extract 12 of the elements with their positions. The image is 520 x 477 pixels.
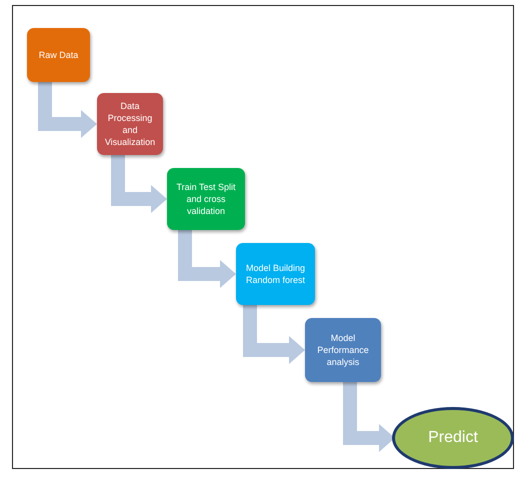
bent-arrow xyxy=(38,82,97,138)
process-box xyxy=(305,318,381,382)
step-label: Train Test Split and cross validation xyxy=(175,180,237,218)
step-label: Model Performance analysis xyxy=(316,332,370,368)
step-label: Data Processing and Visualization xyxy=(104,100,156,148)
step-label: Predict xyxy=(428,428,478,448)
step-label: Model Building Random forest xyxy=(244,262,306,286)
process-box xyxy=(236,243,315,305)
process-box xyxy=(167,168,245,230)
step-label: Raw Data xyxy=(38,48,78,62)
process-box xyxy=(97,93,163,155)
process-box xyxy=(27,28,90,82)
